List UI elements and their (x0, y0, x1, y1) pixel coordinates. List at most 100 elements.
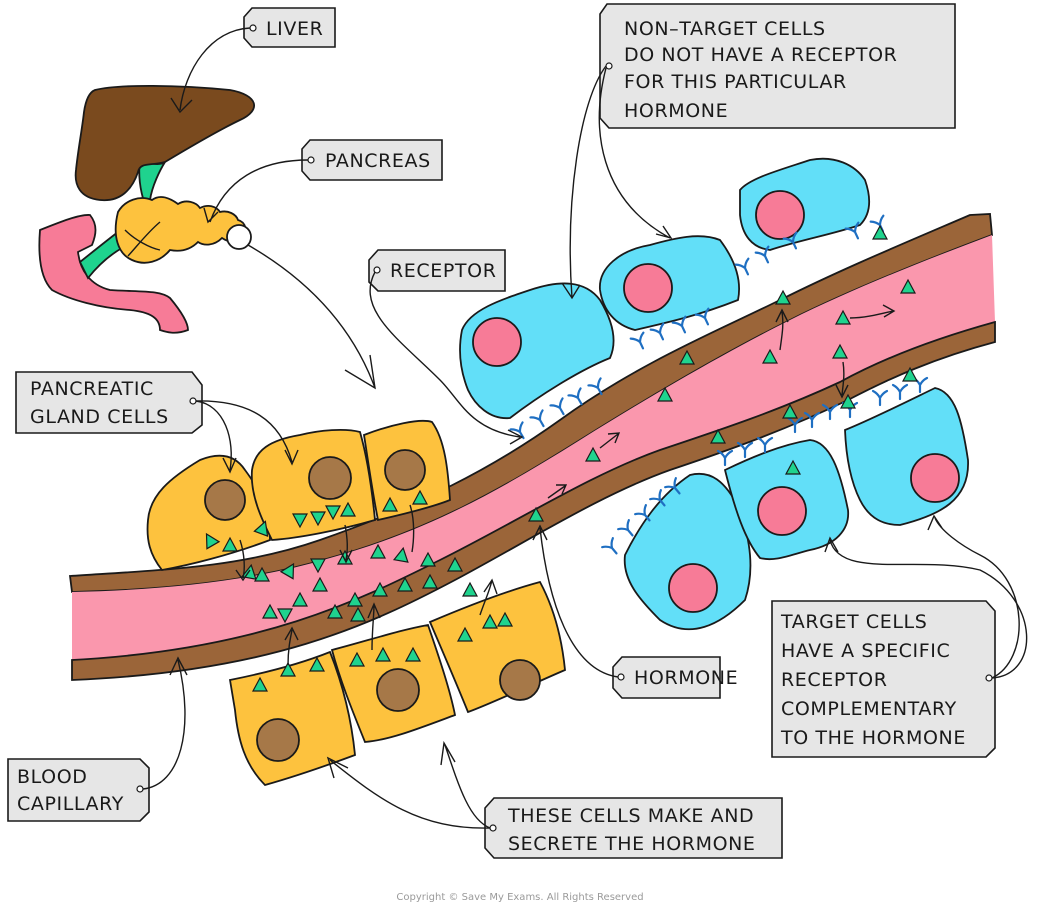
hormone-molecule (404, 646, 422, 662)
hormone-group (205, 224, 919, 692)
label-target-cells: TARGET CELLS HAVE A SPECIFIC RECEPTOR CO… (771, 514, 1028, 758)
label-blood-capillary: BLOOD CAPILLARY (7, 656, 188, 822)
hormone-molecule (709, 428, 727, 444)
hormone-molecule (678, 349, 696, 365)
svg-text:SECRETE THE HORMONE: SECRETE THE HORMONE (508, 833, 756, 855)
hormone-molecule (326, 603, 344, 619)
receptor-icon (756, 436, 774, 454)
movement-arrow (409, 504, 415, 553)
movement-arrow (367, 602, 381, 651)
hormone-molecule (871, 224, 889, 240)
hormone-molecule (309, 511, 327, 527)
movement-arrow (235, 539, 251, 582)
svg-text:FOR THIS PARTICULAR: FOR THIS PARTICULAR (624, 71, 847, 93)
pancreas-zoom-circle (226, 224, 252, 250)
hormone-molecule (774, 289, 792, 305)
liver (74, 84, 255, 202)
receptor-icon (549, 397, 565, 416)
receptor-icon (664, 477, 681, 495)
receptor-icon (803, 411, 821, 429)
hormone-molecule (899, 278, 917, 294)
movement-arrow (479, 578, 498, 616)
hormone-molecule (496, 611, 514, 627)
hormone-molecule (831, 343, 849, 359)
hormone-molecule (253, 520, 269, 537)
label-liver: LIVER (170, 7, 336, 114)
receptor-icon (694, 307, 710, 326)
hormone-molecule (324, 505, 342, 521)
label-secrete-hormone: THESE CELLS MAKE AND SECRETE THE HORMONE (326, 740, 783, 859)
zoom-arrow-head (344, 354, 376, 390)
hormone-molecule (349, 606, 367, 622)
hormone-molecule (419, 551, 437, 567)
gland-nucleus (384, 449, 426, 491)
svg-text:COMPLEMENTARY: COMPLEMENTARY (781, 698, 957, 720)
movement-arrow (599, 432, 621, 449)
label-non-target-cells: NON–TARGET CELLS DO NOT HAVE A RECEPTOR … (561, 3, 956, 300)
hormone-molecule (411, 489, 429, 505)
cell-nucleus (472, 317, 522, 367)
hormone-molecule (761, 348, 779, 364)
hormone-molecule (584, 446, 602, 462)
hormone-molecule (308, 656, 326, 672)
label-receptor: RECEPTOR (368, 249, 524, 445)
hormone-molecule (253, 566, 271, 582)
hormone-molecule (656, 386, 674, 402)
receptor-icon (587, 377, 603, 396)
svg-text:BLOOD: BLOOD (17, 766, 87, 788)
receptor-icon (736, 441, 754, 459)
hormone-molecule (456, 626, 474, 642)
cell-nucleus (668, 563, 718, 613)
hormone-molecule (396, 576, 414, 592)
hormone-molecule (374, 646, 392, 662)
hormone-molecule (781, 403, 799, 419)
hormone-molecule (381, 496, 399, 512)
receptor-icon (871, 389, 889, 407)
svg-text:RECEPTOR: RECEPTOR (781, 669, 888, 691)
non-target-cells (459, 157, 871, 419)
gland-nucleus (308, 456, 352, 500)
gland-nucleus (204, 479, 246, 521)
receptor-icon (671, 315, 687, 334)
hormone-molecule (346, 591, 364, 607)
receptor-icon (891, 383, 909, 401)
receptor-icon (716, 449, 734, 467)
hormone-molecule (279, 661, 297, 677)
receptor-icon (782, 231, 798, 250)
receptor-icon (649, 322, 665, 341)
receptor-icon (844, 221, 860, 240)
svg-text:PANCREAS: PANCREAS (325, 150, 431, 172)
blood-lumen (72, 235, 995, 660)
svg-text:PANCREATIC: PANCREATIC (30, 378, 154, 400)
svg-text:NON–TARGET CELLS: NON–TARGET CELLS (624, 18, 826, 40)
duodenum (38, 214, 189, 334)
gland-nucleus (499, 659, 541, 701)
hormone-molecule (481, 613, 499, 629)
label-text: LIVER (266, 18, 323, 40)
hormone-molecule (369, 543, 387, 559)
svg-text:TO THE HORMONE: TO THE HORMONE (780, 727, 966, 749)
svg-text:HORMONE: HORMONE (634, 667, 738, 689)
movement-arrow (775, 308, 789, 351)
hormone-molecule (279, 562, 295, 580)
hormone-molecule (527, 506, 545, 522)
hormone-molecule (901, 366, 919, 382)
hormone-molecule (291, 513, 309, 529)
hormone-molecule (251, 676, 269, 692)
label-pancreatic-gland-cells: PANCREATIC GLAND CELLS (15, 371, 299, 474)
gland-nucleus (256, 718, 300, 762)
movement-arrow (835, 361, 849, 399)
hormone-molecule (348, 651, 366, 667)
cell-nucleus (757, 486, 807, 536)
hormone-molecule (784, 459, 802, 475)
zoom-arrow (247, 244, 376, 389)
svg-text:HORMONE: HORMONE (624, 100, 728, 122)
hormone-molecule (339, 501, 357, 517)
hormone-molecule (309, 558, 327, 574)
svg-text:DO NOT HAVE A RECEPTOR: DO NOT HAVE A RECEPTOR (624, 44, 898, 66)
svg-text:HAVE A SPECIFIC: HAVE A SPECIFIC (781, 640, 950, 662)
hormone-molecule (421, 573, 439, 589)
hormone-molecule (311, 576, 329, 592)
hormone-molecule (392, 546, 409, 563)
